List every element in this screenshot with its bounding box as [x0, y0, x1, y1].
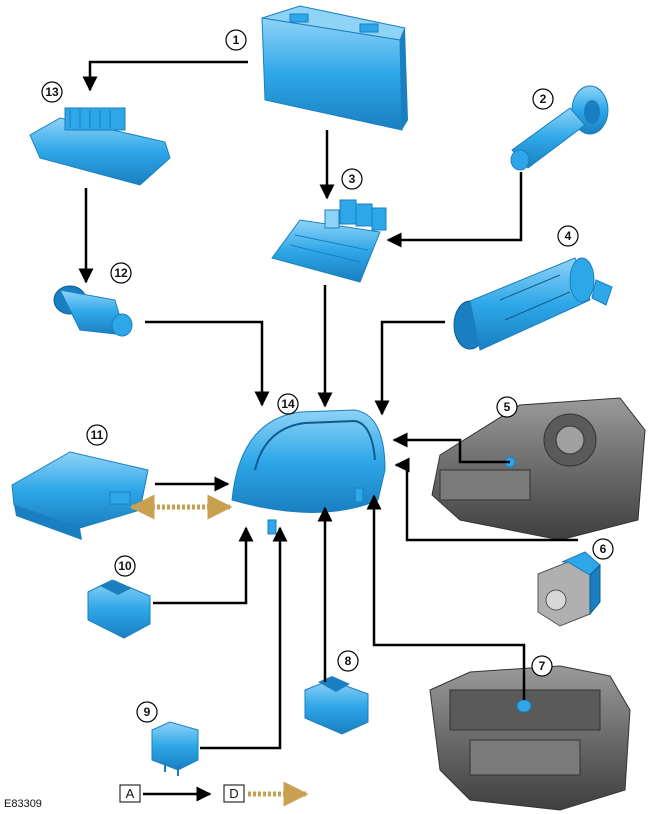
switch-8-component	[304, 676, 369, 735]
immobilizer-component	[53, 285, 133, 337]
switch-10-component	[87, 579, 151, 639]
svg-text:8: 8	[345, 654, 352, 668]
wire-7-to-14	[366, 494, 526, 700]
callout-12: 12	[110, 262, 132, 284]
callout-4: 4	[557, 225, 579, 247]
svg-text:2: 2	[540, 92, 547, 106]
callout-6: 6	[592, 538, 614, 560]
wire-12-to-14	[145, 320, 270, 407]
svg-text:D: D	[229, 786, 238, 801]
svg-text:6: 6	[600, 542, 607, 556]
callout-3: 3	[341, 168, 363, 190]
wire-2-to-3	[386, 172, 523, 248]
svg-text:3: 3	[349, 172, 356, 186]
callout-1: 1	[225, 29, 247, 51]
svg-text:13: 13	[45, 85, 59, 99]
wire-4-to-14	[374, 320, 445, 416]
callout-13: 13	[41, 81, 63, 103]
callout-2: 2	[532, 88, 554, 110]
wire-9-to-14	[200, 526, 288, 750]
svg-text:1: 1	[233, 33, 240, 47]
svg-text:14: 14	[281, 397, 295, 411]
legend-hardwired: A	[119, 784, 212, 803]
svg-text:7: 7	[539, 659, 546, 673]
callout-10: 10	[114, 555, 136, 577]
svg-text:9: 9	[144, 705, 151, 719]
ignition-switch-component	[510, 85, 609, 171]
relay-component	[151, 721, 199, 776]
transmission-component	[431, 397, 646, 541]
fuse-box-component	[271, 199, 387, 283]
instrument-cluster-component	[231, 409, 386, 535]
junction-box-component	[29, 107, 171, 186]
callout-5: 5	[496, 396, 518, 418]
wiring	[78, 60, 578, 750]
svg-text:5: 5	[504, 400, 511, 414]
callout-11: 11	[86, 424, 108, 446]
legend-databus: D	[223, 781, 309, 807]
fuel-pump-component	[453, 257, 613, 351]
callout-7: 7	[531, 655, 553, 677]
svg-text:4: 4	[565, 229, 572, 243]
svg-text:12: 12	[114, 266, 128, 280]
wire-6-to-14	[394, 457, 578, 542]
battery-component	[261, 5, 408, 131]
callout-8: 8	[337, 650, 359, 672]
gearbox-component	[429, 665, 631, 811]
svg-text:11: 11	[91, 428, 104, 442]
figure-id: E83309	[4, 798, 42, 810]
svg-text:10: 10	[118, 559, 132, 573]
callout-14: 14	[277, 393, 299, 415]
wire-5-to-14	[392, 432, 510, 464]
svg-text:A: A	[126, 786, 135, 801]
callout-9: 9	[136, 701, 158, 723]
control-module-component	[11, 451, 149, 540]
switch-module-component	[537, 551, 601, 627]
wire-10-to-14	[153, 526, 254, 605]
wire-1-to-13	[82, 60, 248, 92]
